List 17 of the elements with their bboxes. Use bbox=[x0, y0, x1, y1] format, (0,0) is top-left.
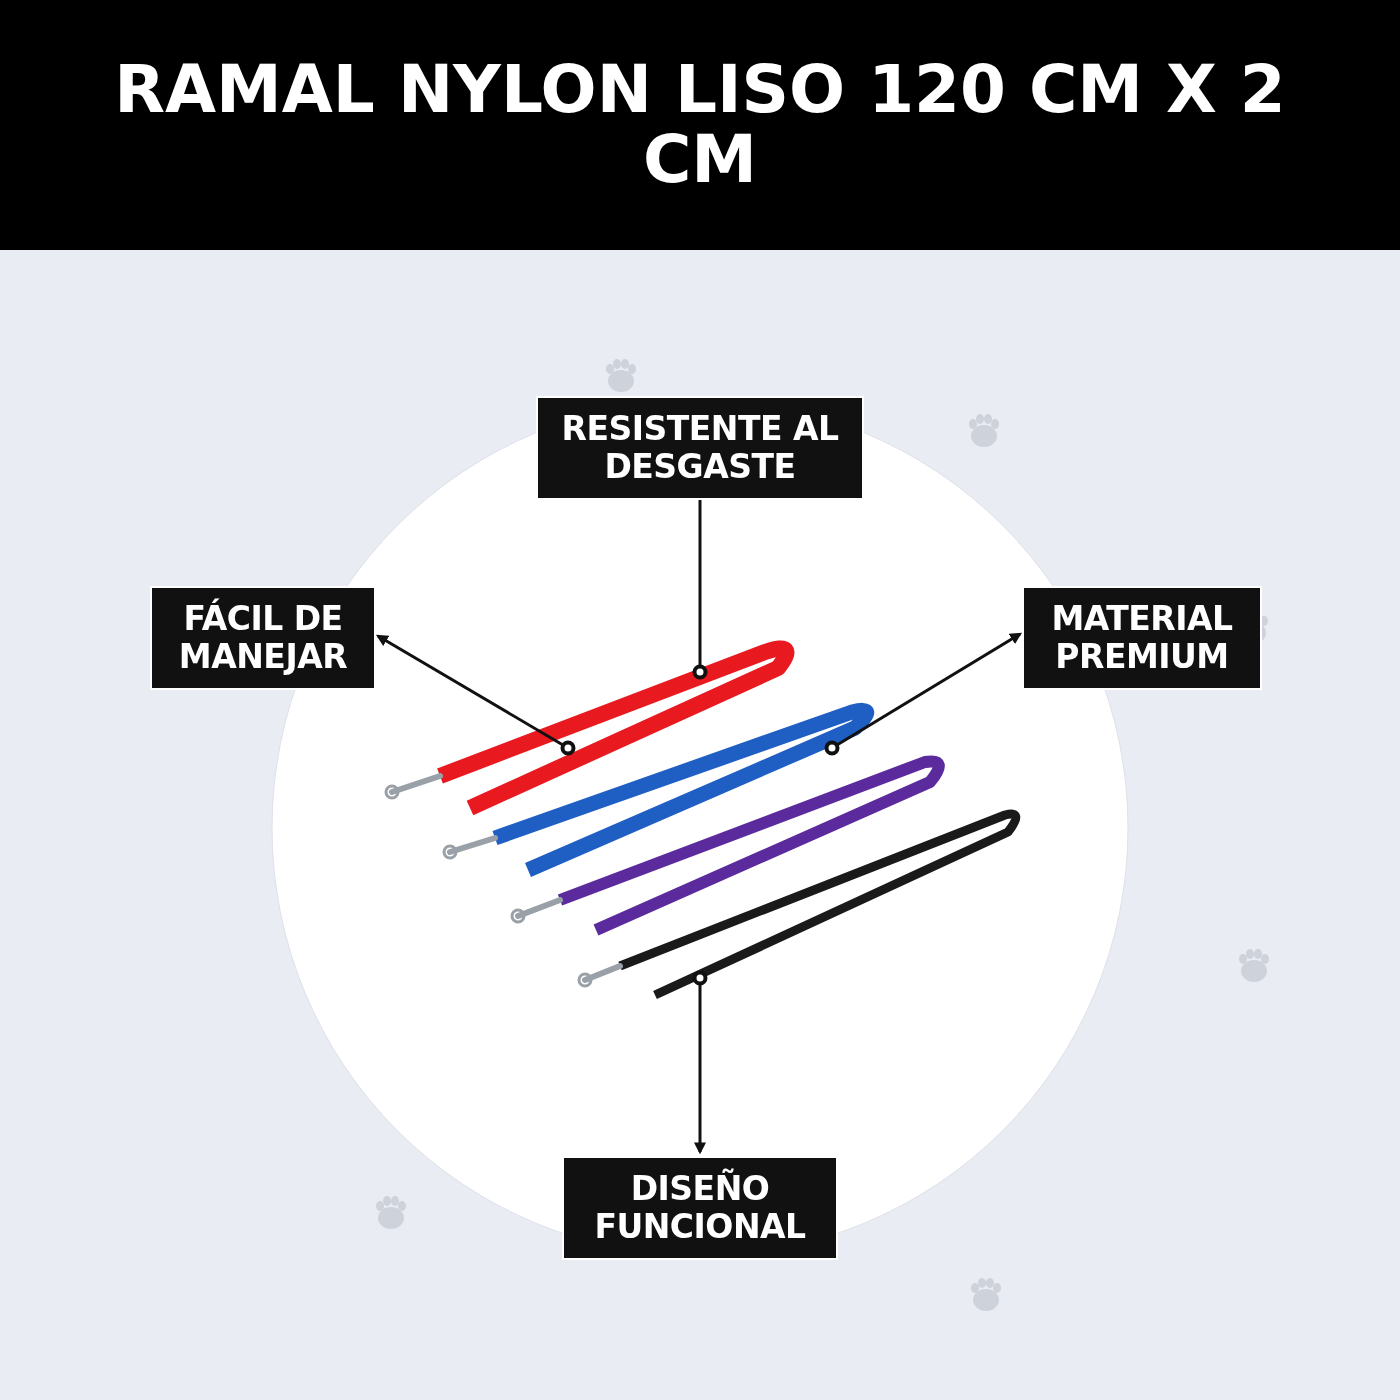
feature-label: DISEÑO FUNCIONAL bbox=[593, 1170, 807, 1246]
leader-line bbox=[375, 634, 576, 756]
leash-drawing bbox=[384, 640, 794, 816]
leader-line bbox=[692, 500, 708, 680]
leash-drawing bbox=[577, 809, 1020, 1000]
feature-label: RESISTENTE AL DESGASTE bbox=[560, 410, 840, 486]
feature-label-box bbox=[150, 586, 376, 690]
leash-drawing bbox=[510, 755, 945, 936]
feature-label-box bbox=[562, 1156, 838, 1260]
feature-label: FÁCIL DE MANEJAR bbox=[177, 600, 349, 676]
feature-label: MATERIAL PREMIUM bbox=[1050, 600, 1234, 676]
leader-line bbox=[824, 632, 1023, 756]
title: RAMAL NYLON LISO 120 CM X 2 CM bbox=[113, 55, 1287, 195]
feature-label-box bbox=[536, 396, 864, 500]
leash-drawing bbox=[442, 702, 873, 877]
leader-line bbox=[692, 970, 708, 1155]
feature-label-box bbox=[1022, 586, 1262, 690]
